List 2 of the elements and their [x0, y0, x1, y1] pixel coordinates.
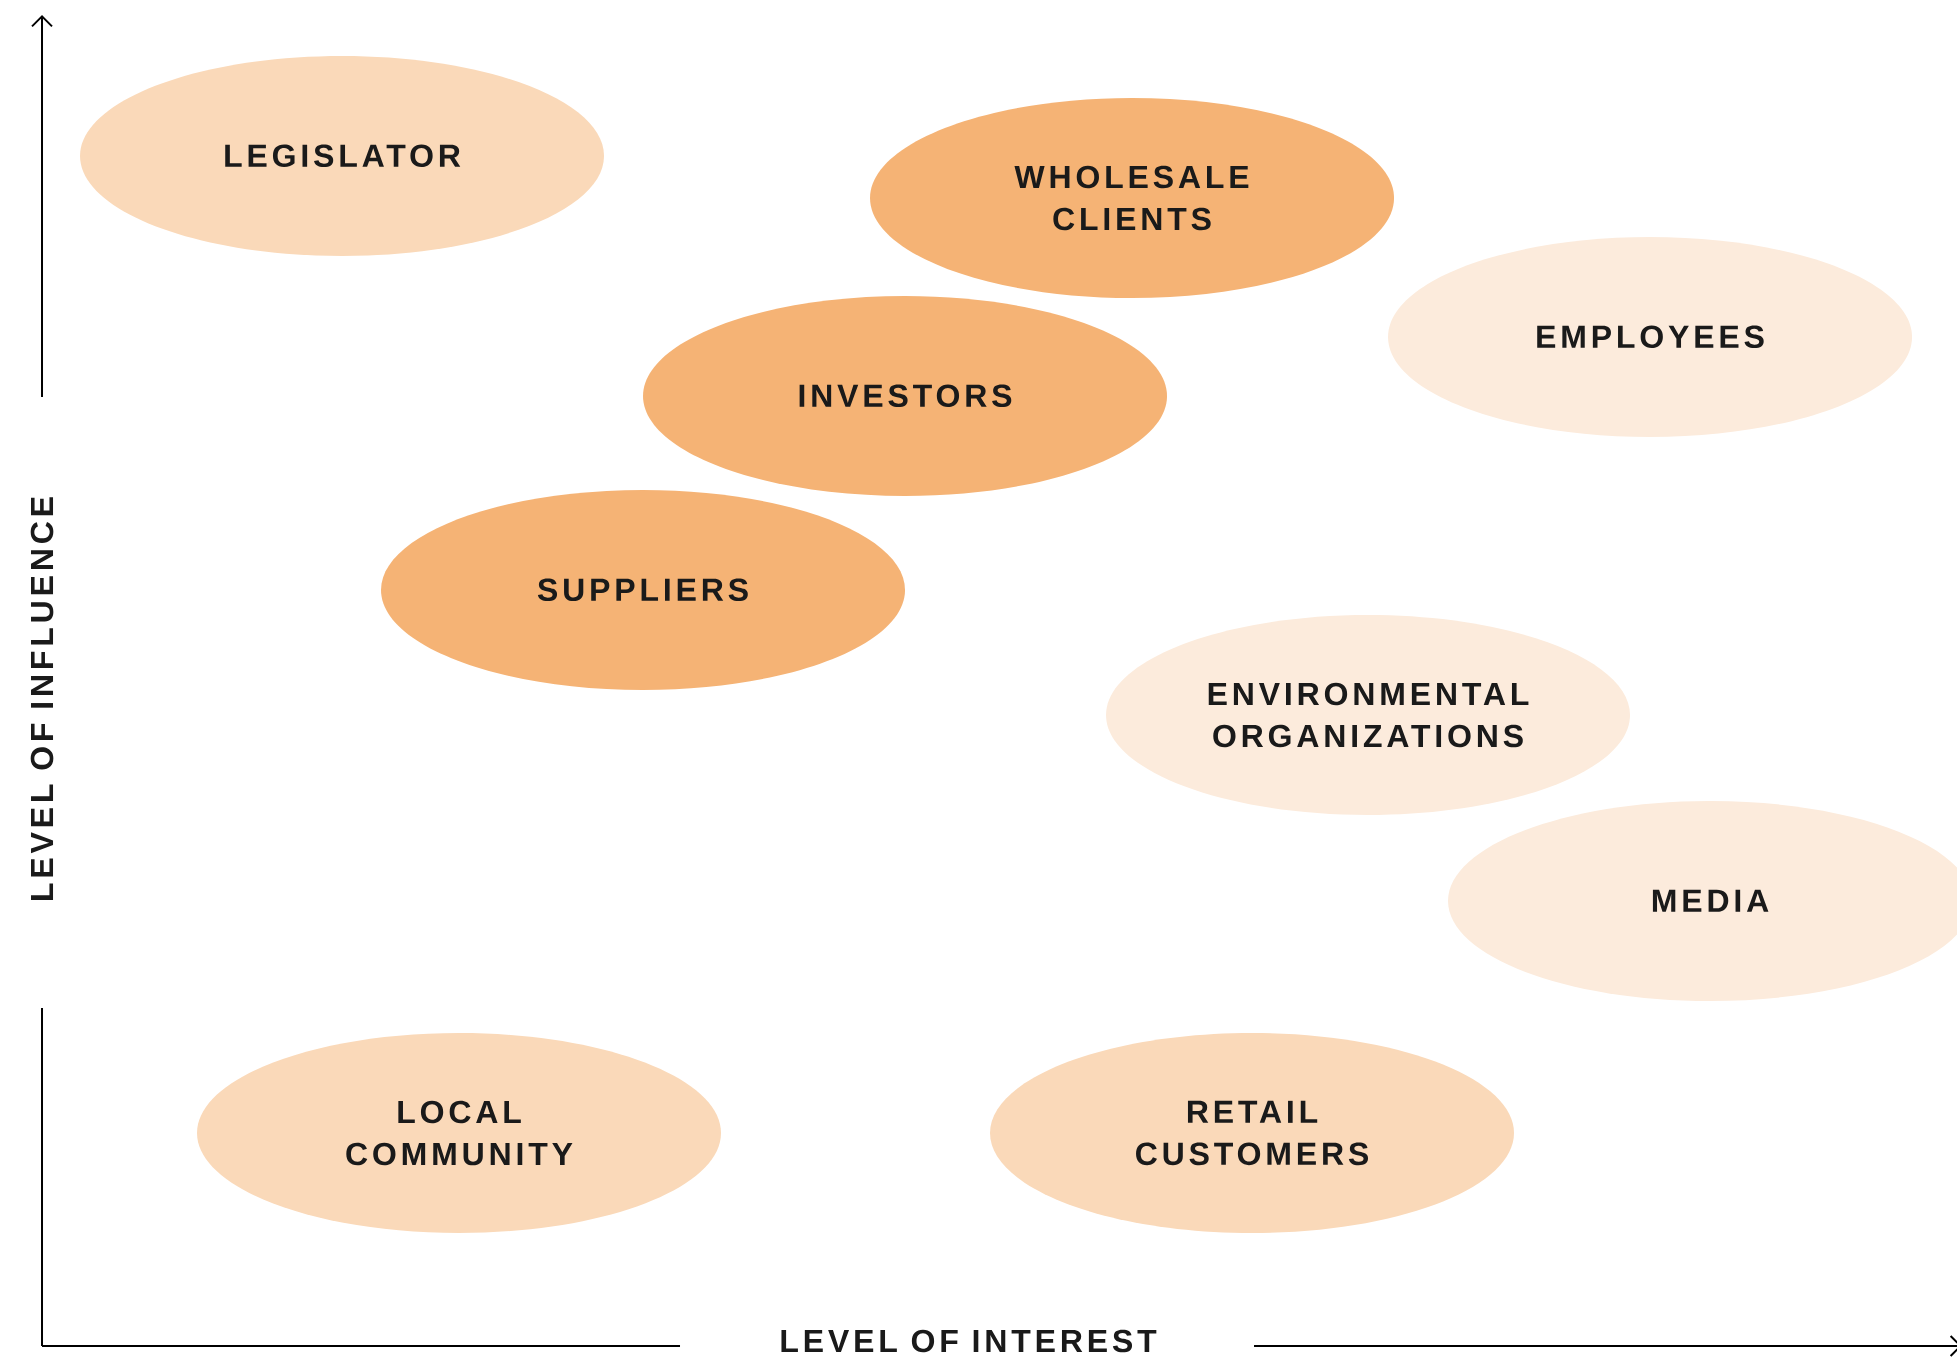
axis-label: LEVEL OF INTEREST — [773, 1323, 1163, 1359]
axis-label: LEVEL OF INFLUENCE — [24, 489, 60, 908]
